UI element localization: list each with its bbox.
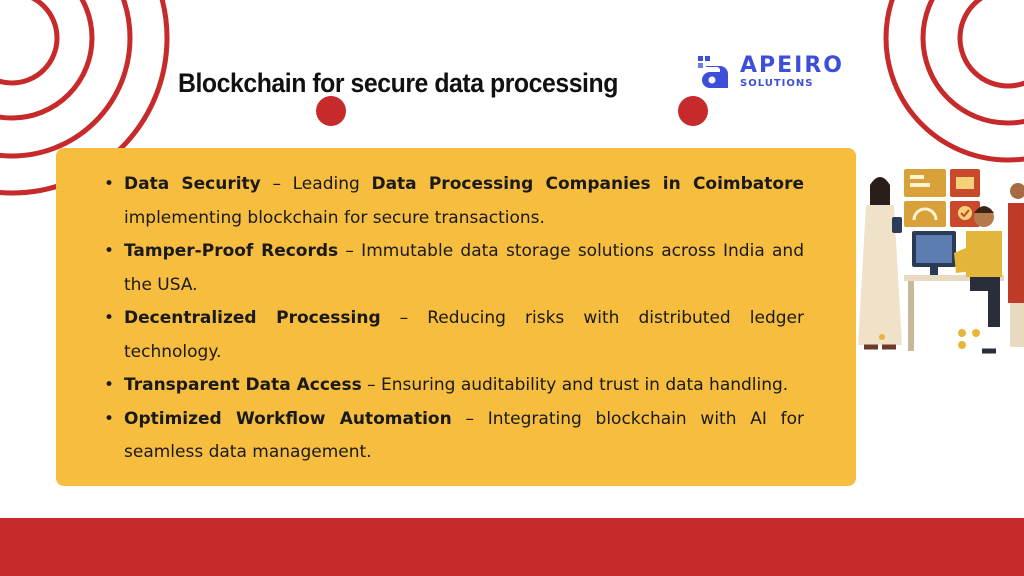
dashboard-panels-icon [904,169,980,227]
decorative-dots [879,329,980,349]
page-title: Blockchain for secure data processing [178,68,618,98]
footer-bar [0,518,1024,576]
company-logo: APEIRO SOLUTIONS [696,54,844,90]
bullet-item: Decentralized Processing – Reducing risk… [104,302,804,369]
bullet-heading: Tamper-Proof Records [124,241,339,261]
desk-with-monitor [904,231,1004,351]
seated-man-figure [954,206,1002,354]
bullet-item: Data Security – Leading Data Processing … [104,168,804,235]
apeiro-logo-icon [698,56,728,88]
bullet-heading: Optimized Workflow Automation [124,408,452,429]
bullet-heading: Decentralized Processing [124,308,381,328]
bullet-item: Transparent Data Access – Ensuring audit… [104,369,804,403]
bullet-heading: Transparent Data Access [124,375,362,395]
bullet-emphasis: Data Processing Companies in Coimbatore [371,174,804,194]
logo-subtitle: SOLUTIONS [740,78,814,89]
office-team-illustration [858,169,1024,354]
bullet-list: Data Security – Leading Data Processing … [104,168,804,470]
content-card: Data Security – Leading Data Processing … [56,148,856,486]
red-dot-left [316,96,346,126]
red-dot-right [678,96,708,126]
bullet-item: Optimized Workflow Automation – Integrat… [104,403,804,470]
woman-in-red-figure [1008,183,1024,347]
logo-name: APEIRO [740,53,845,78]
bullet-heading: Data Security [124,174,261,194]
bullet-item: Tamper-Proof Records – Immutable data st… [104,235,804,302]
standing-woman-figure [858,177,902,350]
